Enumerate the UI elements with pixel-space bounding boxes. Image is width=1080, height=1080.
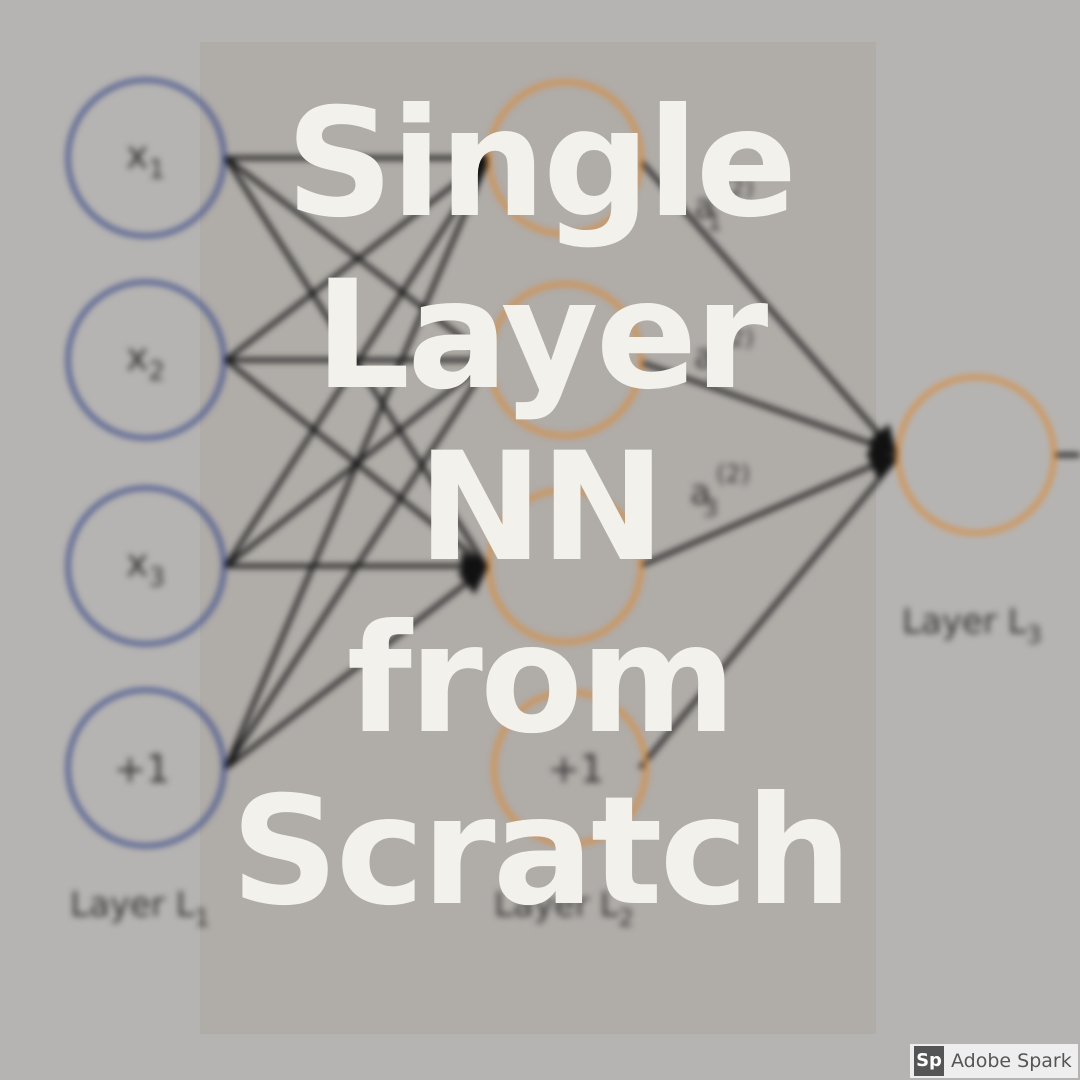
- input-node: [66, 486, 226, 646]
- input-node: [66, 280, 226, 440]
- adobe-spark-badge[interactable]: Sp Adobe Spark: [910, 1044, 1078, 1078]
- title-line: Single: [285, 77, 798, 251]
- hidden-node: [487, 80, 643, 236]
- layer-label: Layer L1: [70, 885, 210, 932]
- input-node: [66, 688, 226, 848]
- badge-text: Adobe Spark: [951, 1050, 1072, 1072]
- hidden-bias-label: +1: [548, 747, 604, 791]
- input-bias-label: +1: [114, 747, 170, 791]
- hidden-layer: [487, 80, 648, 846]
- input-node-label: x3: [126, 541, 165, 593]
- hidden-node: [487, 282, 643, 438]
- output-node: [896, 375, 1056, 535]
- input-to-hidden-edges: [224, 144, 491, 770]
- hidden-node: [492, 690, 648, 846]
- layer-label: Layer L3: [902, 602, 1042, 649]
- title: Single Layer NN from Scratch: [0, 78, 1080, 938]
- title-line: Scratch: [230, 765, 853, 939]
- input-node: [66, 78, 226, 238]
- title-line: from: [346, 593, 737, 767]
- layer-label: Layer L2: [494, 885, 634, 932]
- activation-label: a2(2): [694, 324, 754, 386]
- input-layer: [66, 78, 226, 848]
- activation-label: a1(2): [694, 174, 754, 236]
- hidden-to-output-edges: [638, 158, 1080, 770]
- title-line: NN: [417, 421, 665, 595]
- input-node-label: x2: [126, 335, 165, 387]
- diagram-backdrop: [200, 42, 876, 1034]
- input-node-label: x1: [126, 133, 165, 185]
- hidden-node: [487, 488, 643, 644]
- activation-label: a3(2): [690, 460, 750, 522]
- spark-logo-icon: Sp: [914, 1046, 944, 1076]
- title-line: Layer: [314, 249, 769, 423]
